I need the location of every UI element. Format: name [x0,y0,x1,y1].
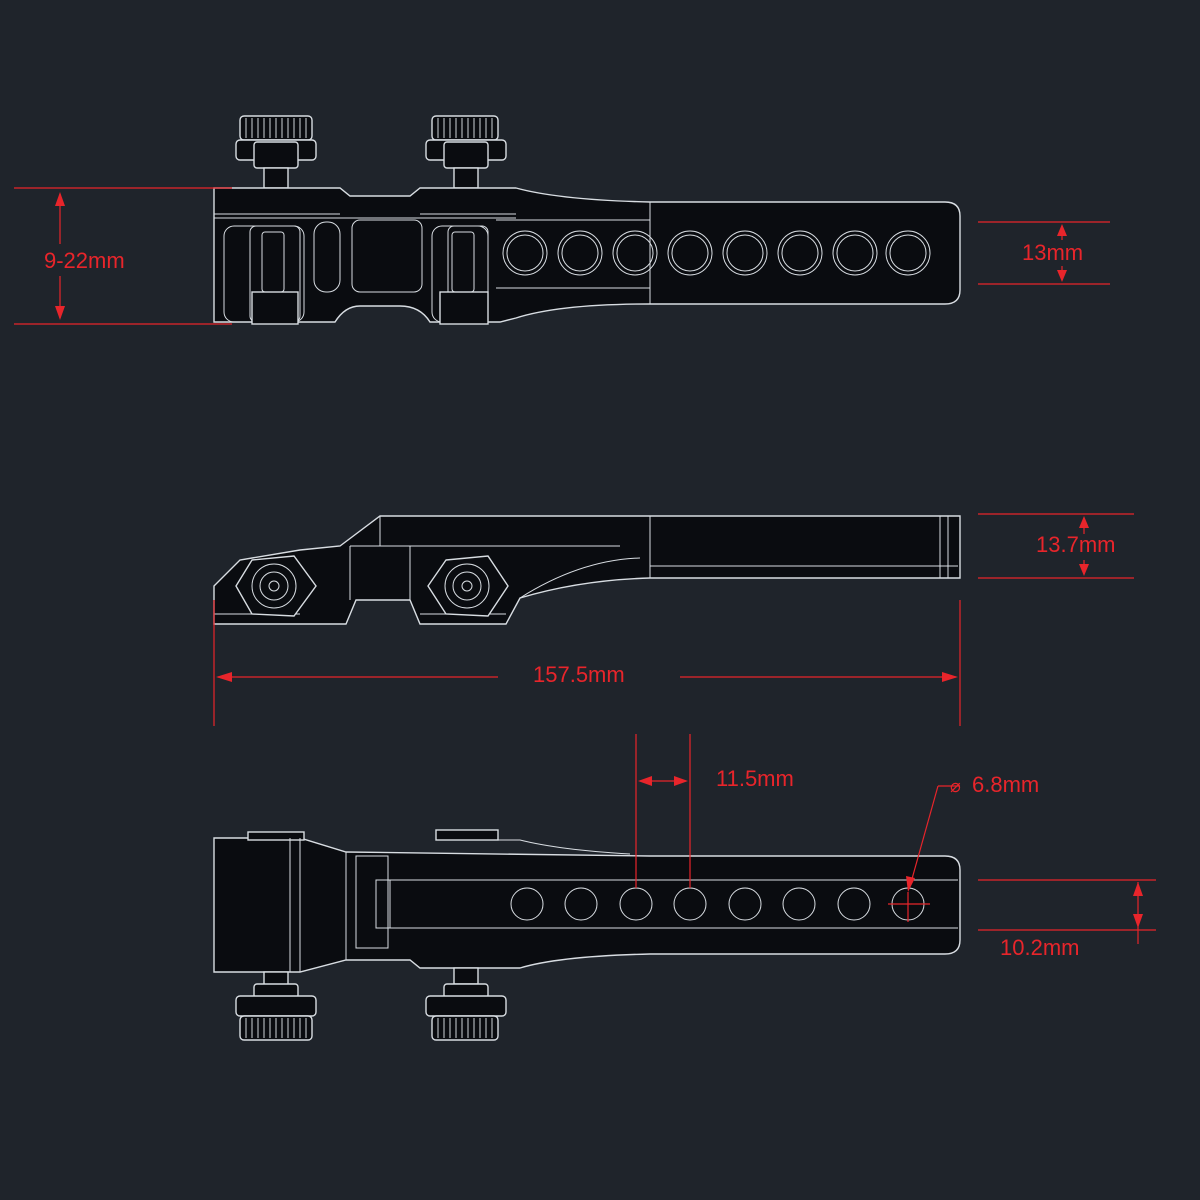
overall-length-label: 157.5mm [533,662,625,687]
side-hex-nut-right [427,555,509,617]
side-hex-nut-left [235,555,317,617]
dimension-hole-diameter: ⌀ 6.8mm [888,772,1039,922]
dimension-overall-length: 157.5mm [213,600,961,726]
bottom-view: 11.5mm ⌀ 6.8mm 10.2mm [213,734,1156,1041]
arm-width-label: 13mm [1022,240,1083,265]
diameter-symbol: ⌀ [950,776,961,796]
hole-offset-label: 10.2mm [1000,935,1079,960]
dimension-arm-width: 13mm [978,221,1110,285]
thumb-screw-right [425,115,507,189]
hole-diameter-label: 6.8mm [972,772,1039,797]
bottom-body [213,837,961,973]
top-view: 9-22mm 13mm [14,115,1110,325]
dimension-clamp-range: 9-22mm [14,187,232,325]
bottom-thumb-screw-left [235,971,317,1041]
bottom-thumb-screw-right [425,967,507,1041]
side-view: 13.7mm 157.5mm [213,513,1134,726]
dimension-arm-height: 13.7mm [978,513,1134,579]
arm-holes-top [502,230,931,276]
dimension-hole-offset: 10.2mm [978,879,1156,960]
dimension-hole-spacing: 11.5mm [635,734,794,888]
clamp-body [213,187,961,323]
clamp-range-label: 9-22mm [44,248,125,273]
arm-height-label: 13.7mm [1036,532,1115,557]
hole-spacing-label: 11.5mm [716,766,794,791]
side-body [213,515,961,625]
